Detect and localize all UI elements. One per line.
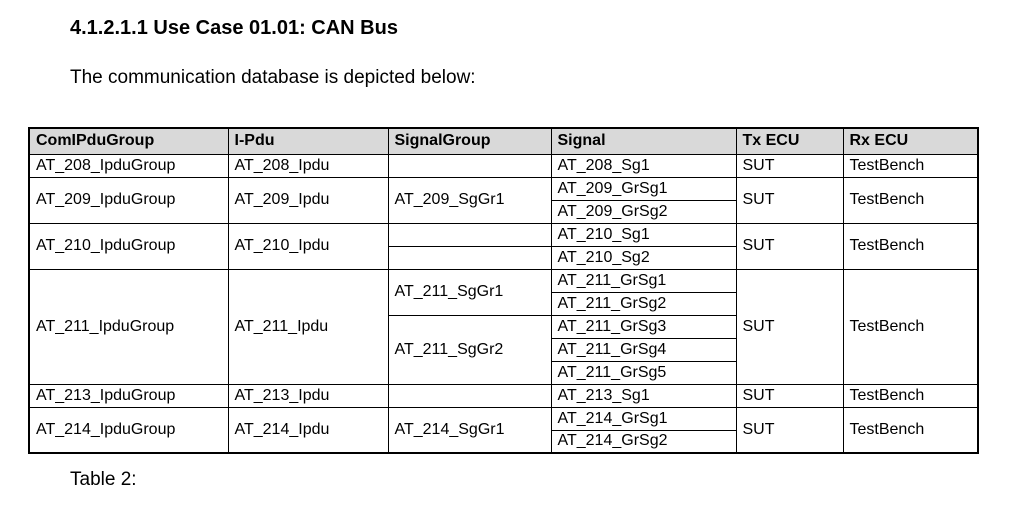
cell-tx-ecu: SUT xyxy=(735,222,844,270)
table-row: AT_208_IpduGroup AT_208_Ipdu AT_208_Sg1 … xyxy=(28,153,979,178)
table-row: AT_214_GrSg2 xyxy=(29,429,978,454)
cell-tx-ecu: SUT xyxy=(735,268,844,385)
cell-i-pdu: AT_210_Ipdu xyxy=(227,222,389,270)
cell-i-pdu: AT_214_Ipdu xyxy=(227,406,389,454)
cell-rx-ecu: TestBench xyxy=(842,406,979,454)
cell-signal: AT_210_Sg1 xyxy=(550,222,737,247)
cell-signal-group: AT_214_SgGr1 xyxy=(387,406,552,454)
cell-signal-group: AT_211_SgGr2 xyxy=(387,314,552,385)
communication-database-table: ComIPduGroup I-Pdu SignalGroup Signal Tx… xyxy=(28,127,979,454)
cell-signal: AT_209_GrSg2 xyxy=(550,199,737,224)
table-row: AT_211_GrSg2 xyxy=(29,291,978,316)
cell-rx-ecu: TestBench xyxy=(842,383,979,408)
cell-signal: AT_211_GrSg3 xyxy=(550,314,737,339)
cell-signal-group: AT_211_SgGr1 xyxy=(387,268,552,316)
cell-com-ipdu-group: AT_210_IpduGroup xyxy=(28,222,229,270)
cell-i-pdu: AT_213_Ipdu xyxy=(227,383,389,408)
cell-i-pdu: AT_208_Ipdu xyxy=(227,153,389,178)
cell-signal-group xyxy=(387,245,552,270)
cell-tx-ecu: SUT xyxy=(735,176,844,224)
column-header-tx-ecu: Tx ECU xyxy=(735,127,844,155)
table-row: AT_211_GrSg4 xyxy=(29,337,978,362)
cell-rx-ecu: TestBench xyxy=(842,268,979,385)
cell-i-pdu: AT_211_Ipdu xyxy=(227,268,389,385)
column-header-i-pdu: I-Pdu xyxy=(227,127,389,155)
cell-i-pdu: AT_209_Ipdu xyxy=(227,176,389,224)
section-heading: 4.1.2.1.1 Use Case 01.01: CAN Bus xyxy=(70,17,398,39)
cell-com-ipdu-group: AT_213_IpduGroup xyxy=(28,383,229,408)
column-header-signal-group: SignalGroup xyxy=(387,127,552,155)
cell-signal: AT_209_GrSg1 xyxy=(550,176,737,201)
table-row: AT_214_IpduGroup AT_214_Ipdu AT_214_SgGr… xyxy=(28,406,979,454)
cell-tx-ecu: SUT xyxy=(735,153,844,178)
cell-rx-ecu: TestBench xyxy=(842,176,979,224)
cell-com-ipdu-group: AT_208_IpduGroup xyxy=(28,153,229,178)
cell-signal: AT_208_Sg1 xyxy=(550,153,737,178)
cell-tx-ecu: SUT xyxy=(735,406,844,454)
cell-signal-group xyxy=(387,153,552,178)
cell-signal: AT_211_GrSg2 xyxy=(550,291,737,316)
table-row: AT_209_IpduGroup AT_209_Ipdu AT_209_SgGr… xyxy=(28,176,979,224)
cell-signal: AT_214_GrSg1 xyxy=(550,406,737,431)
column-header-rx-ecu: Rx ECU xyxy=(842,127,979,155)
table-caption: Table 2: xyxy=(70,469,137,490)
column-header-signal: Signal xyxy=(550,127,737,155)
cell-signal-group xyxy=(387,383,552,408)
cell-signal: AT_213_Sg1 xyxy=(550,383,737,408)
cell-signal-group xyxy=(387,222,552,247)
cell-signal-group: AT_209_SgGr1 xyxy=(387,176,552,224)
table-header-row: ComIPduGroup I-Pdu SignalGroup Signal Tx… xyxy=(28,127,979,155)
cell-signal: AT_211_GrSg5 xyxy=(550,360,737,385)
cell-tx-ecu: SUT xyxy=(735,383,844,408)
cell-signal: AT_210_Sg2 xyxy=(550,245,737,270)
cell-rx-ecu: TestBench xyxy=(842,153,979,178)
cell-signal: AT_211_GrSg4 xyxy=(550,337,737,362)
table-row: AT_211_IpduGroup AT_211_Ipdu AT_211_SgGr… xyxy=(28,268,979,385)
cell-rx-ecu: TestBench xyxy=(842,222,979,270)
cell-signal: AT_214_GrSg2 xyxy=(550,429,737,454)
cell-com-ipdu-group: AT_209_IpduGroup xyxy=(28,176,229,224)
cell-com-ipdu-group: AT_214_IpduGroup xyxy=(28,406,229,454)
table-row: AT_213_IpduGroup AT_213_Ipdu AT_213_Sg1 … xyxy=(28,383,979,408)
table-row: AT_210_IpduGroup AT_210_Ipdu AT_210_Sg1 … xyxy=(28,222,979,270)
cell-signal: AT_211_GrSg1 xyxy=(550,268,737,293)
intro-paragraph: The communication database is depicted b… xyxy=(70,67,476,88)
cell-com-ipdu-group: AT_211_IpduGroup xyxy=(28,268,229,385)
table-row: AT_209_GrSg2 xyxy=(29,199,978,224)
column-header-com-ipdu-group: ComIPduGroup xyxy=(28,127,229,155)
